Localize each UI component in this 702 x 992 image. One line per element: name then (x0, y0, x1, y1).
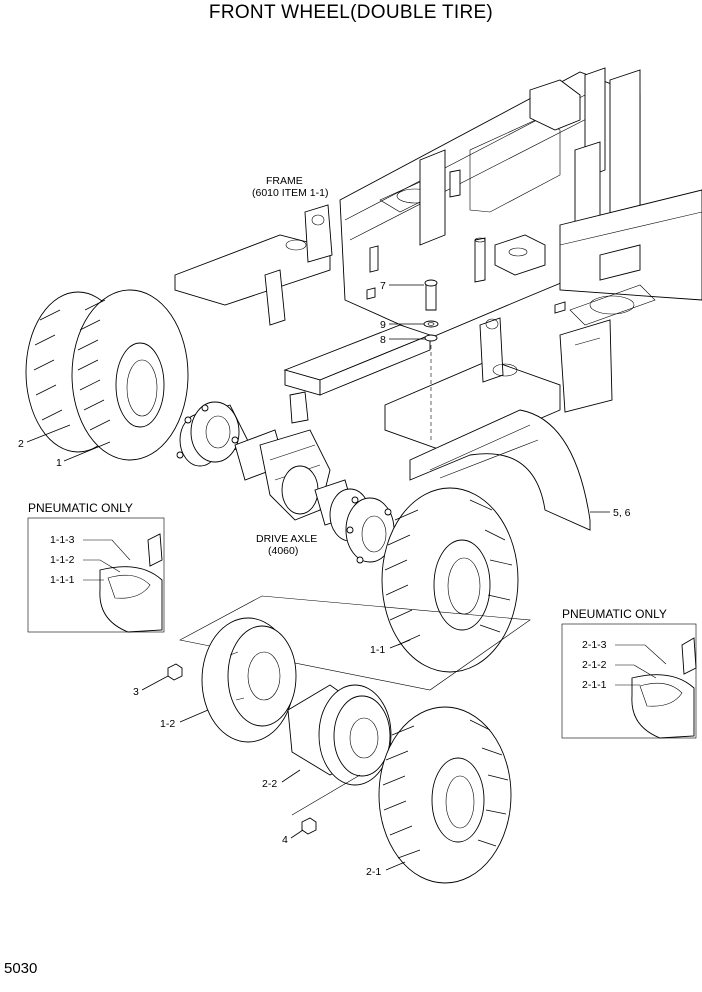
callout-2-2: 2-2 (262, 778, 277, 790)
page-number: 5030 (4, 960, 38, 977)
callout-2: 2 (18, 438, 24, 450)
page-title: FRONT WHEEL(DOUBLE TIRE) (208, 2, 494, 23)
callout-2-1-1: 2-1-1 (582, 679, 607, 691)
callout-5-6: 5, 6 (613, 507, 631, 519)
callout-8: 8 (380, 334, 386, 346)
callout-1-1-2: 1-1-2 (50, 554, 75, 566)
inset-right-pneumatic: PNEUMATIC ONLY 2-1-3 2-1-2 2-1-1 (561, 607, 697, 739)
callout-2-1-2: 2-1-2 (582, 659, 607, 671)
inset-right-header: PNEUMATIC ONLY (562, 607, 667, 621)
left-double-tire-assembly (25, 289, 189, 461)
callout-1: 1 (56, 457, 62, 469)
drive-axle-assembly (176, 401, 396, 564)
tire-1-1 (381, 487, 519, 673)
callout-1-2: 1-2 (160, 718, 175, 730)
callout-7: 7 (380, 280, 386, 292)
exploded-wheel-parts (167, 595, 531, 884)
axle-label-line1: DRIVE AXLE (256, 533, 317, 545)
callout-1-1-3: 1-1-3 (50, 534, 75, 546)
inset-left-pneumatic: PNEUMATIC ONLY 1-1-3 1-1-2 1-1-1 (27, 501, 165, 633)
callout-1-1: 1-1 (370, 644, 385, 656)
callout-2-1-3: 2-1-3 (582, 639, 607, 651)
frame-label-line1: FRAME (266, 175, 303, 187)
callout-labels: FRAME (6010 ITEM 1-1) DRIVE AXLE (4060) … (18, 175, 631, 878)
axle-label-line2: (4060) (268, 545, 298, 557)
frame-assembly (174, 67, 702, 531)
inset-left-header: PNEUMATIC ONLY (28, 501, 133, 515)
callout-3: 3 (133, 686, 139, 698)
frame-label-line2: (6010 ITEM 1-1) (252, 187, 328, 199)
callout-1-1-1: 1-1-1 (50, 574, 75, 586)
callout-4: 4 (282, 834, 288, 846)
callout-2-1: 2-1 (366, 866, 381, 878)
callout-9: 9 (380, 319, 386, 331)
